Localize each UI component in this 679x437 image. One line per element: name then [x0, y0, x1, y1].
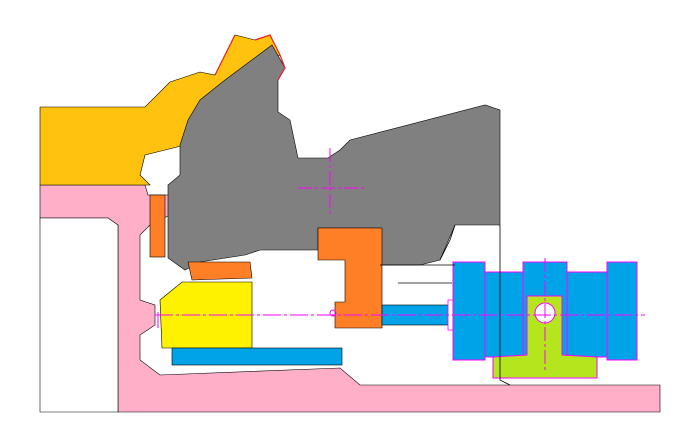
blue-bar [171, 347, 343, 366]
outline-lines [380, 224, 511, 386]
housing-inner-cutout [39, 217, 119, 413]
orange-seal-horizontal [187, 261, 253, 281]
center-lines [155, 148, 645, 372]
red-edge [214, 34, 286, 81]
orange-clamp [317, 227, 383, 329]
orange-seal-vertical [149, 194, 166, 258]
